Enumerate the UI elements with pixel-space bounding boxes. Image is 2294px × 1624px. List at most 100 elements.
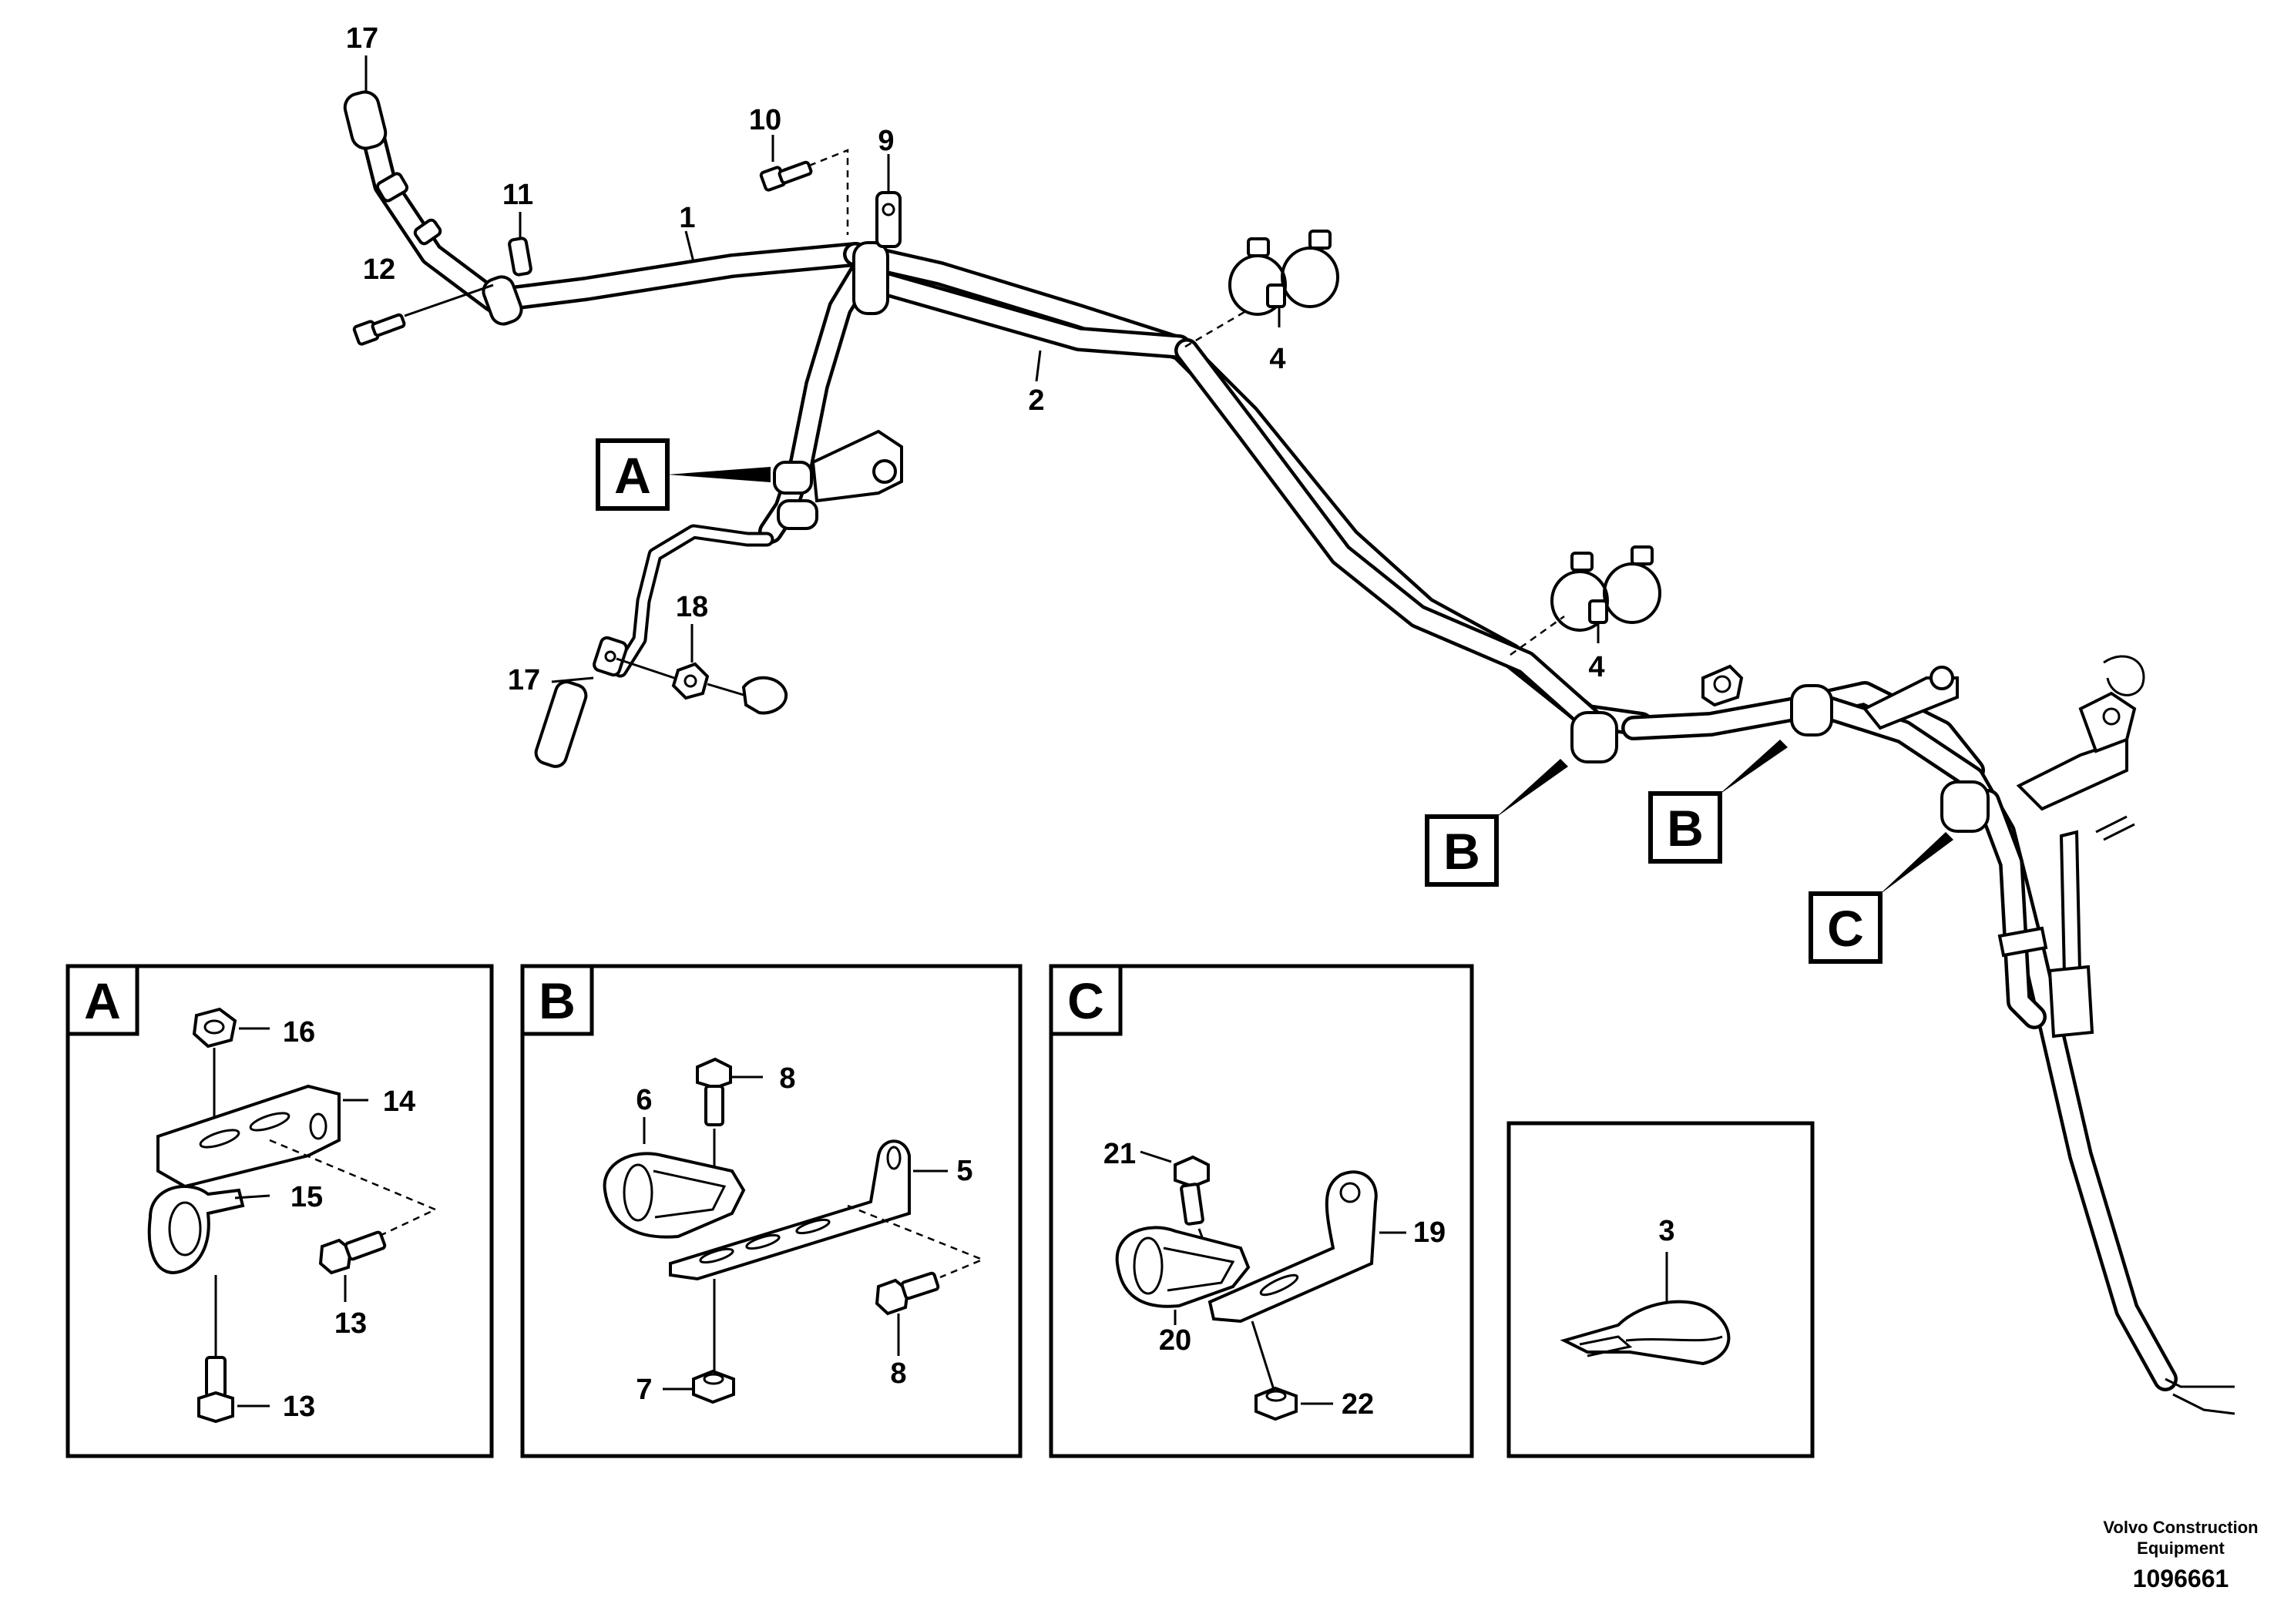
label-11: 11 xyxy=(502,179,533,211)
detail-a-title-box xyxy=(65,964,139,1036)
detail-b-bolt-8-side xyxy=(875,1271,940,1356)
label-18: 18 xyxy=(676,591,708,623)
callout-c-label: C xyxy=(1827,900,1864,957)
callout-b2-arrow xyxy=(1718,740,1788,795)
clamp-9-block xyxy=(852,241,889,315)
main-assembly xyxy=(343,55,2235,1415)
detail-c-frame xyxy=(1049,964,1474,1458)
detail-b-bracket-5 xyxy=(669,1139,948,1281)
callout-a-arrow xyxy=(667,467,771,482)
detail-c-label-20: 20 xyxy=(1159,1324,1191,1357)
leader-1 xyxy=(684,230,695,263)
detail-c: C 21 19 20 22 xyxy=(1049,964,1474,1458)
bolt-10 xyxy=(759,135,849,235)
detail-b-title: B xyxy=(539,972,576,1029)
detail-a-label-14: 14 xyxy=(383,1085,415,1118)
callout-c-arrow xyxy=(1879,832,1953,895)
fitting-17-lower xyxy=(534,636,628,768)
detail-c-label-21: 21 xyxy=(1103,1138,1136,1170)
footer-company-line2: Equipment xyxy=(2137,1538,2225,1558)
fitting-17-top xyxy=(343,90,442,246)
detail-tie-frame xyxy=(1506,1121,1815,1458)
footer: Volvo Construction Equipment 1096661 xyxy=(2103,1518,2258,1592)
detail-c-title-box xyxy=(1049,964,1123,1036)
detail-tie-label-3: 3 xyxy=(1658,1215,1674,1247)
detail-c-nut-22 xyxy=(1254,1386,1333,1421)
detail-c-clamp-20 xyxy=(1115,1226,1251,1325)
cable-tie-3 xyxy=(1560,1300,1731,1366)
detail-tie: 3 xyxy=(1506,1121,1815,1458)
label-9: 9 xyxy=(878,125,894,157)
detail-a-title: A xyxy=(84,972,121,1029)
detail-a-clamp-15 xyxy=(147,1185,270,1275)
main-labels: 17 11 1 10 9 12 2 4 4 18 17 xyxy=(346,22,1605,696)
label-10: 10 xyxy=(749,104,781,136)
callout-b2[interactable]: B xyxy=(1648,740,1788,864)
callout-b2-label: B xyxy=(1667,800,1704,857)
footer-company-line1: Volvo Construction xyxy=(2103,1518,2258,1537)
clamp-4-lower xyxy=(1550,545,1661,643)
bracket-c xyxy=(2016,737,2128,811)
detail-a-nut-16 xyxy=(192,1007,270,1049)
detail-a-label-13-side: 13 xyxy=(334,1307,367,1340)
detail-a: A 16 xyxy=(65,964,494,1458)
footer-figure-id: 1096661 xyxy=(2133,1565,2229,1592)
clamp-b2 xyxy=(1790,684,1833,737)
label-12: 12 xyxy=(363,253,395,286)
label-4-lower: 4 xyxy=(1588,651,1604,683)
callout-a[interactable]: A xyxy=(596,438,771,511)
callout-c[interactable]: C xyxy=(1809,832,1953,964)
detail-b-bolt-8-top xyxy=(696,1057,763,1126)
detail-b-clamp-6 xyxy=(603,1117,746,1239)
main-clamps xyxy=(482,191,2145,1038)
detail-a-bracket-14 xyxy=(156,1084,368,1189)
bracket-a xyxy=(811,429,903,503)
bolt-12 xyxy=(352,284,494,346)
detail-c-bolt-21 xyxy=(1140,1150,1210,1226)
label-17-top: 17 xyxy=(346,22,378,55)
bracket-b-right xyxy=(1862,676,1959,730)
callout-a-label: A xyxy=(614,447,651,504)
clamp-11 xyxy=(482,275,523,326)
label-1: 1 xyxy=(679,202,695,234)
callout-b1-label: B xyxy=(1443,823,1480,880)
detail-c-bracket-19 xyxy=(1207,1170,1406,1324)
hose-1 xyxy=(354,96,1199,363)
clamp-b1 xyxy=(1570,711,1618,763)
detail-a-bolt-13-bottom xyxy=(197,1356,270,1424)
detail-b-label-5: 5 xyxy=(956,1155,972,1187)
label-2: 2 xyxy=(1028,384,1044,417)
clamp-a xyxy=(773,461,813,495)
callout-b1-arrow xyxy=(1495,759,1568,818)
detail-b-label-8-top: 8 xyxy=(779,1062,795,1095)
detail-c-title: C xyxy=(1067,972,1104,1029)
clamp-c xyxy=(1940,780,1990,833)
bracket-9 xyxy=(875,191,902,248)
label-17-lower: 17 xyxy=(508,664,540,696)
detail-c-label-19: 19 xyxy=(1413,1216,1446,1249)
detail-b-frame xyxy=(520,964,1023,1458)
detail-b-label-8-side: 8 xyxy=(890,1357,906,1390)
detail-b-nut-7 xyxy=(663,1369,735,1404)
nut-18 xyxy=(616,657,788,715)
leader-17-lower xyxy=(551,676,594,683)
callout-b1[interactable]: B xyxy=(1425,759,1568,887)
detail-b-label-6: 6 xyxy=(636,1084,652,1116)
cap xyxy=(741,676,788,715)
detail-a-label-15: 15 xyxy=(291,1181,323,1213)
detail-a-bolt-13-side xyxy=(318,1230,387,1302)
detail-c-label-22: 22 xyxy=(1342,1388,1374,1421)
leader-4-lower xyxy=(1510,615,1565,656)
clamp-a2 xyxy=(777,499,818,530)
detail-a-label-13-bottom: 13 xyxy=(283,1391,315,1423)
leader-2 xyxy=(1035,350,1042,382)
label-4-upper: 4 xyxy=(1269,343,1285,375)
detail-a-label-16: 16 xyxy=(283,1016,315,1049)
detail-b-title-box xyxy=(520,964,594,1036)
detail-b: B xyxy=(520,964,1023,1458)
clamp-4-upper xyxy=(1228,230,1339,327)
tie-3-on-hose xyxy=(1997,926,2048,958)
bracket-b-upper xyxy=(1701,664,1744,707)
